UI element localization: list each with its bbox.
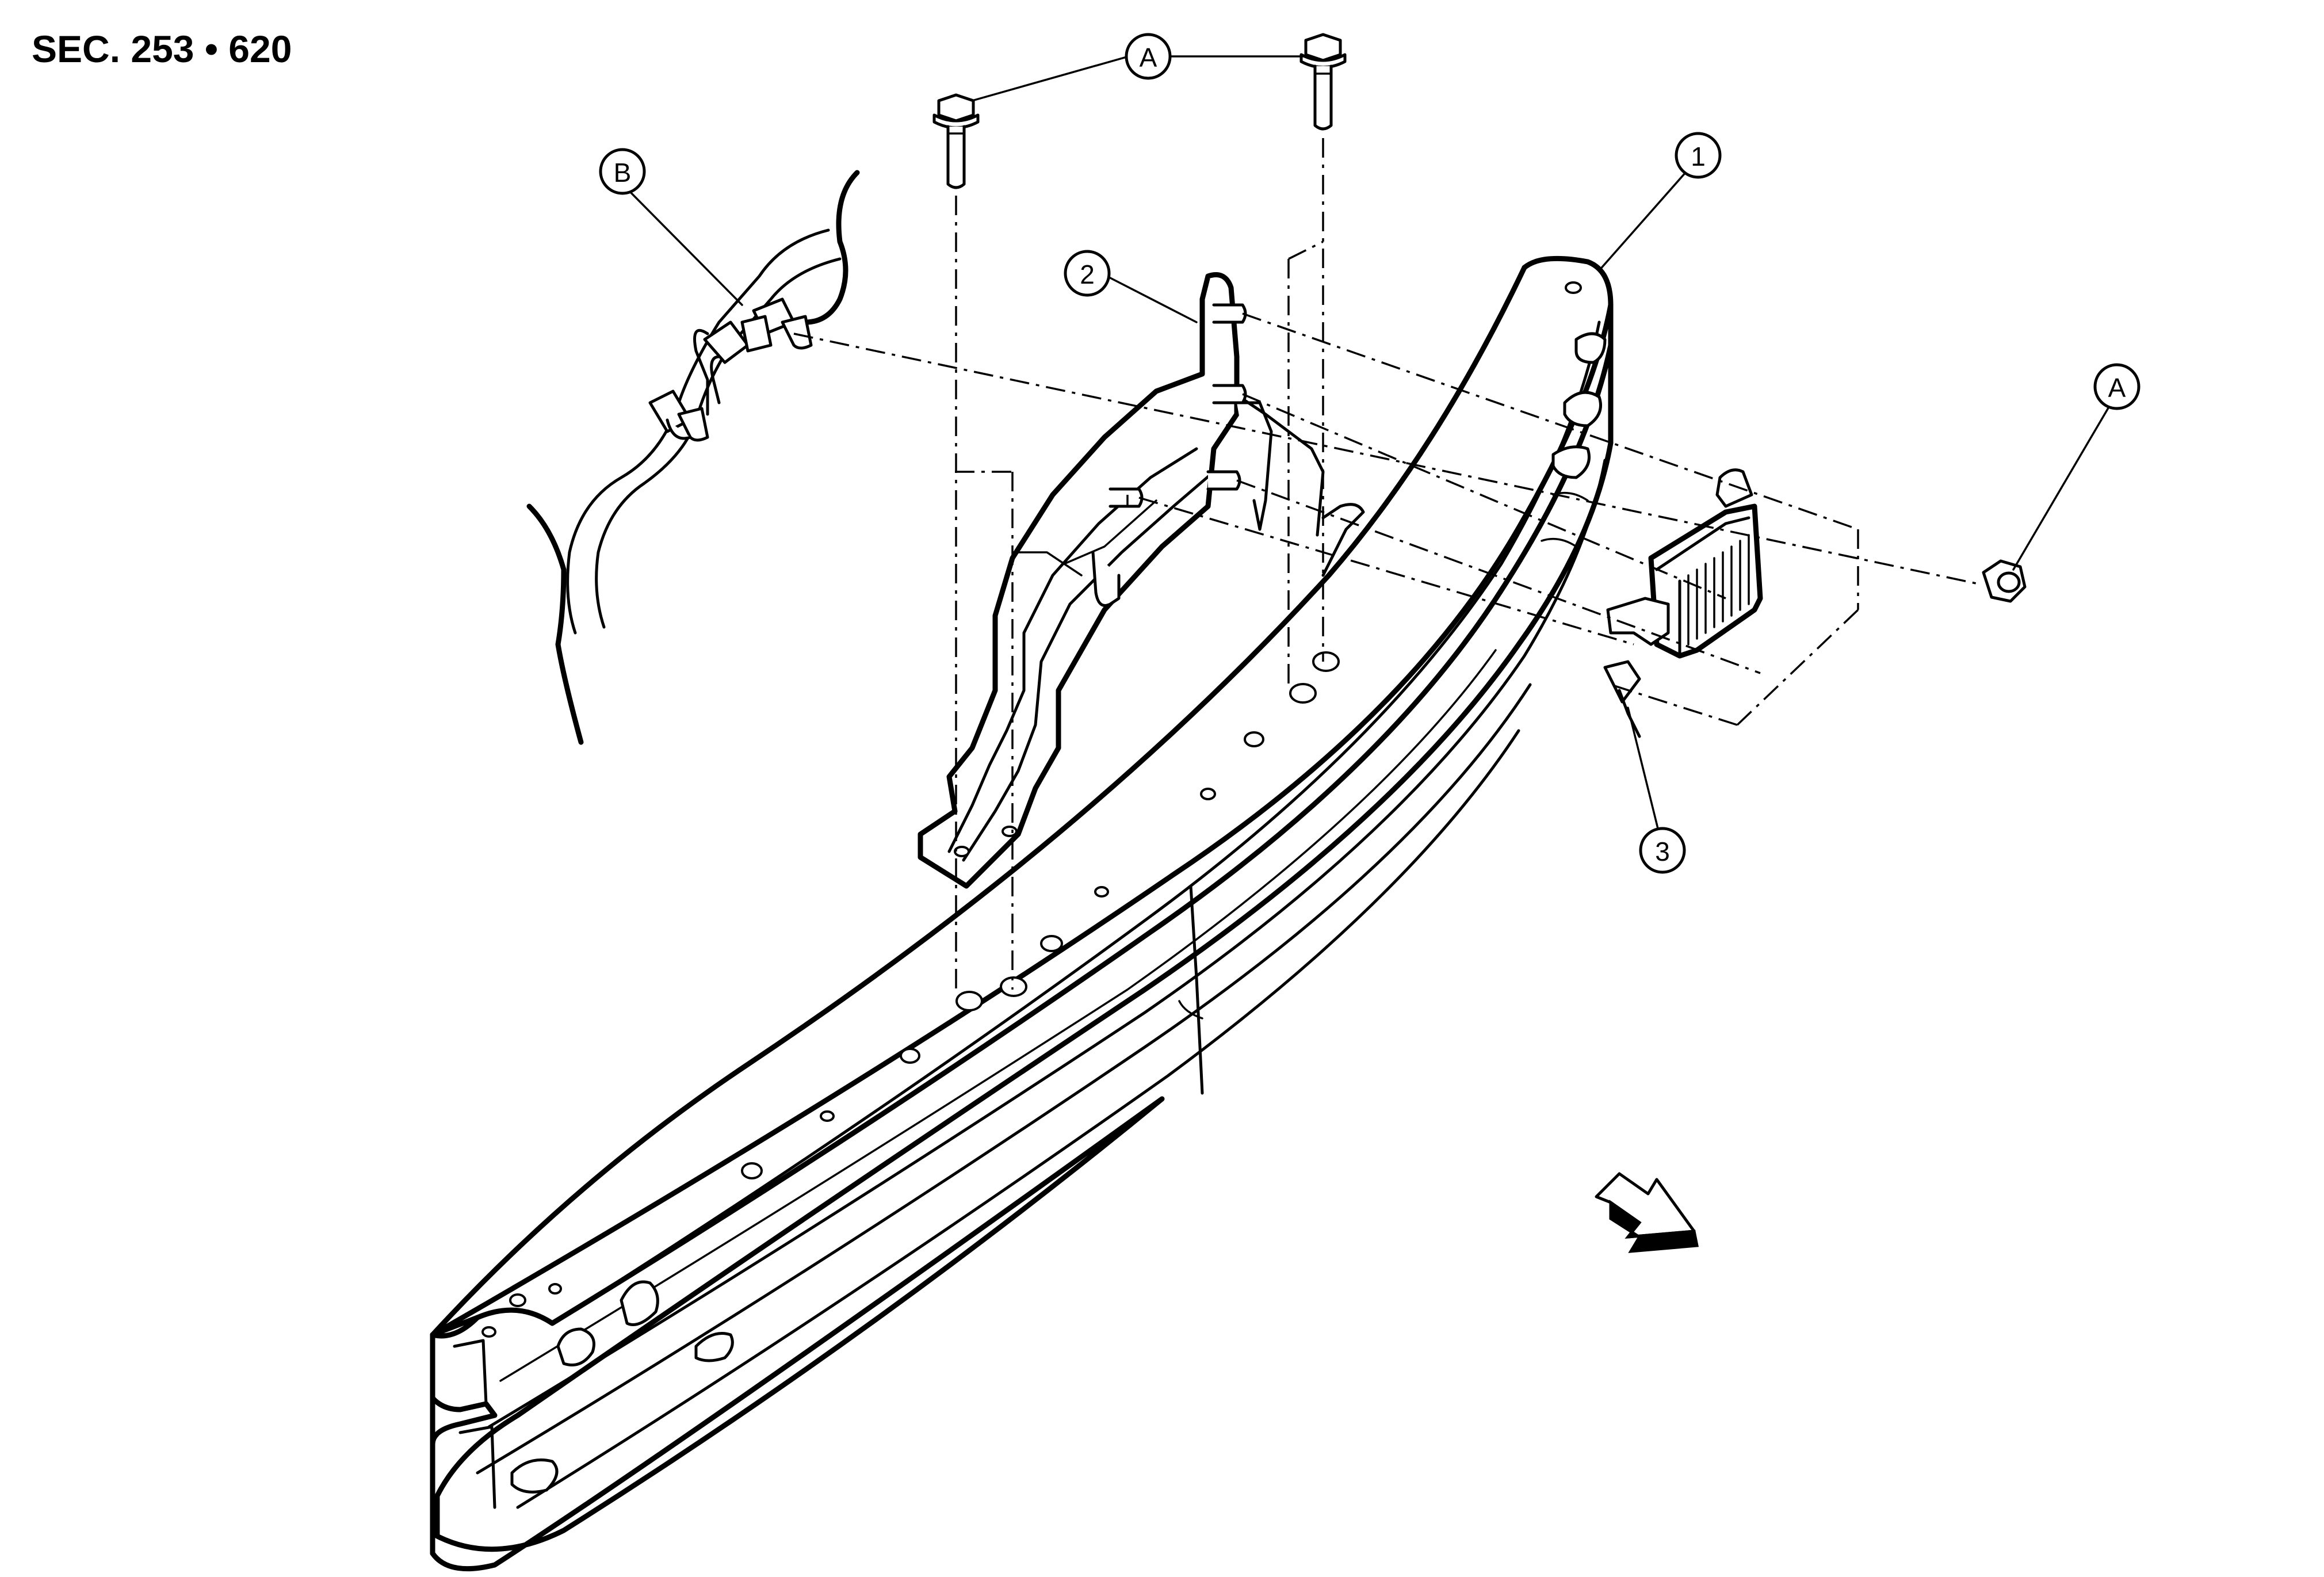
installation-centerlines: [793, 138, 1979, 990]
callout-b: B: [599, 148, 646, 195]
sensor-unit: [1603, 468, 1763, 738]
front-direction-arrow: [1595, 1172, 1699, 1253]
callout-part-2: 2: [1064, 250, 1111, 297]
svg-text:B: B: [614, 158, 632, 188]
callout-part-1: 1: [1675, 132, 1722, 179]
bolt-left: [932, 93, 980, 189]
callout-a-top: A: [1125, 33, 1172, 80]
leader-lines: [621, 55, 2111, 830]
section-label: SEC. 253 • 620: [32, 28, 292, 70]
callout-part-3: 3: [1639, 827, 1686, 874]
wiring-harness: [526, 170, 860, 745]
bumper-reinforcement: [430, 255, 1614, 1572]
nut-right: [1982, 559, 2027, 603]
sensor-bracket: [918, 272, 1365, 889]
svg-text:2: 2: [1080, 259, 1095, 289]
callout-a-right: A: [2093, 363, 2140, 410]
svg-text:A: A: [2108, 373, 2126, 403]
svg-text:3: 3: [1655, 837, 1670, 866]
svg-text:A: A: [1140, 43, 1157, 72]
svg-text:1: 1: [1691, 142, 1706, 171]
bolt-right: [1299, 33, 1347, 131]
